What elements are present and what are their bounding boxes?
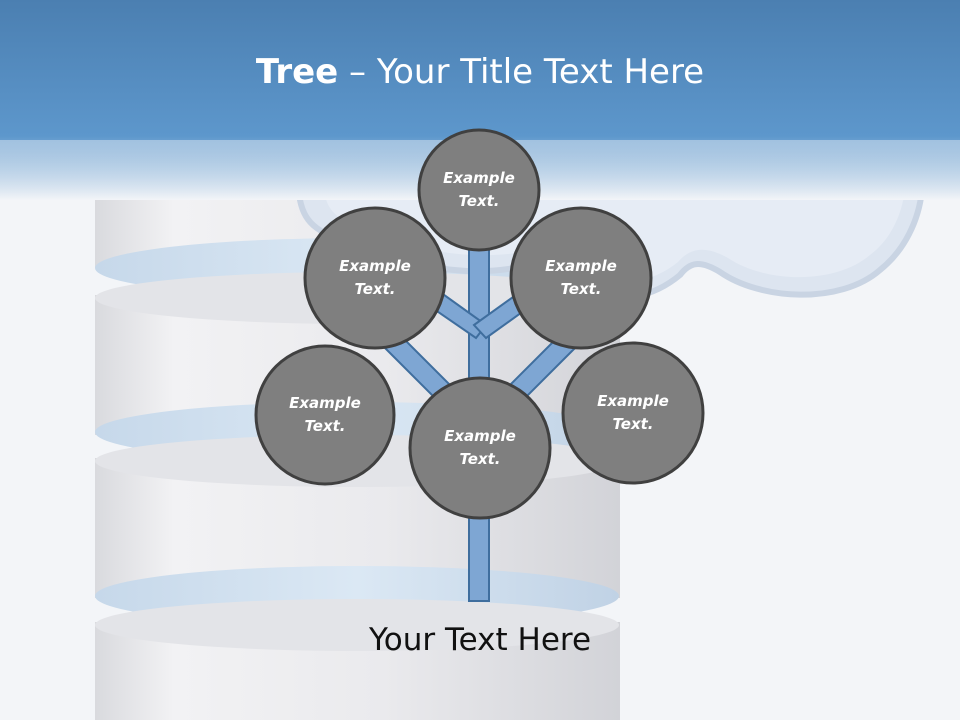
title-rest: – Your Title Text Here <box>338 52 705 92</box>
node-label-line1: Example <box>339 257 411 275</box>
node-label-line2: Text. <box>560 280 602 298</box>
node-label-line2: Text. <box>612 415 654 433</box>
node-label-line2: Text. <box>458 192 500 210</box>
node-label-line1: Example <box>289 394 361 412</box>
node-label-line2: Text. <box>304 417 346 435</box>
node-label-line1: Example <box>443 169 515 187</box>
node-label-line1: Example <box>444 427 516 445</box>
node-label-line2: Text. <box>459 450 501 468</box>
node-label-line2: Text. <box>354 280 396 298</box>
node-circle-lower-left <box>254 344 396 486</box>
node-circle-top <box>417 128 541 252</box>
node-circle-lower-right <box>561 341 705 485</box>
node-label-line1: Example <box>597 392 669 410</box>
tree-nodes <box>254 128 705 520</box>
cylinder-top-4 <box>95 599 619 651</box>
node-circle-center <box>408 376 552 520</box>
node-circle-upper-right <box>509 206 653 350</box>
caption-text: Your Text Here <box>368 622 592 658</box>
title-bold: Tree <box>255 52 339 92</box>
node-circle-upper-left <box>303 206 447 350</box>
node-label-line1: Example <box>545 257 617 275</box>
slide-title: Tree – Your Title Text Here <box>0 52 960 92</box>
